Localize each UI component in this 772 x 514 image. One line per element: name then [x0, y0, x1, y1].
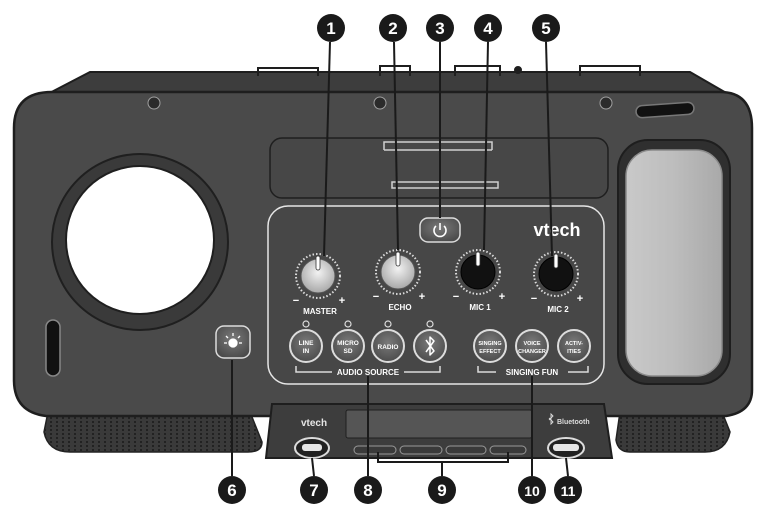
front-brand-logo: vtech — [301, 418, 327, 429]
callout-3: 3 — [426, 14, 454, 42]
light-button[interactable] — [215, 325, 251, 359]
radio-label: RADIO — [378, 344, 399, 351]
knob-echo-label: ECHO — [388, 303, 411, 312]
callout-9: 9 — [428, 476, 456, 504]
micro-sd-label-1: MICRO — [337, 340, 359, 347]
brand-logo: vtech — [533, 220, 580, 240]
speaker-disc — [65, 165, 215, 315]
bluetooth-badge: Bluetooth — [548, 412, 590, 426]
line-in-label-1: LINE — [299, 340, 314, 347]
svg-text:1: 1 — [326, 19, 335, 38]
top-slots — [257, 65, 641, 76]
voice-changer-label-2: CHANGER — [518, 349, 546, 355]
svg-text:10: 10 — [524, 483, 540, 499]
source-leds — [302, 320, 434, 328]
knob-mic2-label: MIC 2 — [547, 305, 569, 314]
line-in-button[interactable] — [289, 329, 323, 363]
knob-mic1[interactable] — [455, 249, 501, 295]
knob-mic1-minus: − — [453, 291, 459, 303]
svg-text:8: 8 — [363, 481, 372, 500]
knob-mic2-plus: + — [577, 293, 583, 305]
svg-text:6: 6 — [227, 481, 236, 500]
callout-1: 1 — [317, 14, 345, 42]
callout-11: 11 — [554, 476, 582, 504]
svg-text:7: 7 — [309, 481, 318, 500]
bluetooth-badge-label: Bluetooth — [557, 419, 590, 426]
top-slot-dark — [635, 101, 695, 119]
callout-2: 2 — [379, 14, 407, 42]
knob-echo-minus: − — [373, 291, 379, 303]
micro-sd-button[interactable] — [331, 329, 365, 363]
knob-master-plus: + — [339, 295, 345, 307]
power-icon — [433, 223, 447, 238]
mic-jack-right[interactable] — [547, 437, 585, 459]
bluetooth-button[interactable] — [413, 329, 447, 363]
callout-7: 7 — [300, 476, 328, 504]
callout-8: 8 — [354, 476, 382, 504]
singing-effect-label-1: SINGING — [478, 341, 501, 347]
knob-echo[interactable] — [375, 249, 421, 295]
knob-mic1-plus: + — [499, 291, 505, 303]
leader-lines — [231, 41, 569, 477]
knob-echo-plus: + — [419, 291, 425, 303]
playback-buttons[interactable] — [353, 445, 527, 455]
knob-master-minus: − — [293, 295, 299, 307]
svg-text:11: 11 — [561, 483, 576, 499]
singing-fun-label: SINGING FUN — [506, 368, 559, 377]
callout-4: 4 — [474, 14, 502, 42]
svg-text:3: 3 — [435, 19, 444, 38]
voice-changer-label-1: VOICE — [523, 341, 540, 347]
power-button[interactable] — [419, 217, 461, 243]
singing-fun-bracket — [477, 366, 589, 373]
knob-mic1-label: MIC 1 — [469, 303, 491, 312]
callout-5: 5 — [532, 14, 560, 42]
left-slot — [45, 319, 61, 377]
handle-grip — [625, 149, 723, 377]
activities-label-2: ITIES — [567, 349, 581, 355]
bluetooth-icon — [425, 336, 435, 356]
micro-sd-label-2: SD — [343, 348, 352, 355]
singing-effect-label-2: EFFECT — [479, 349, 501, 355]
activities-label-1: ACTIV- — [565, 341, 583, 347]
bottom-grills — [43, 411, 731, 453]
audio-source-bracket — [295, 366, 441, 373]
callout-6: 6 — [218, 476, 246, 504]
voice-changer-button[interactable] — [515, 329, 549, 363]
singing-effect-button[interactable] — [473, 329, 507, 363]
svg-text:4: 4 — [483, 19, 493, 38]
svg-text:5: 5 — [541, 19, 550, 38]
knob-mic2-minus: − — [531, 293, 537, 305]
activities-button[interactable] — [557, 329, 591, 363]
mic-jack-left[interactable] — [294, 437, 330, 459]
knob-master-label: MASTER — [303, 307, 337, 316]
display-window — [345, 409, 533, 439]
svg-text:9: 9 — [437, 481, 446, 500]
knob-mic2[interactable] — [533, 251, 579, 297]
knob-master[interactable] — [295, 253, 341, 299]
light-icon — [224, 333, 242, 348]
line-in-label-2: IN — [303, 348, 310, 355]
radio-button[interactable] — [371, 329, 405, 363]
svg-text:2: 2 — [388, 19, 397, 38]
audio-source-label: AUDIO SOURCE — [337, 368, 400, 377]
top-holes — [147, 96, 613, 110]
callout-10: 10 — [518, 476, 546, 504]
